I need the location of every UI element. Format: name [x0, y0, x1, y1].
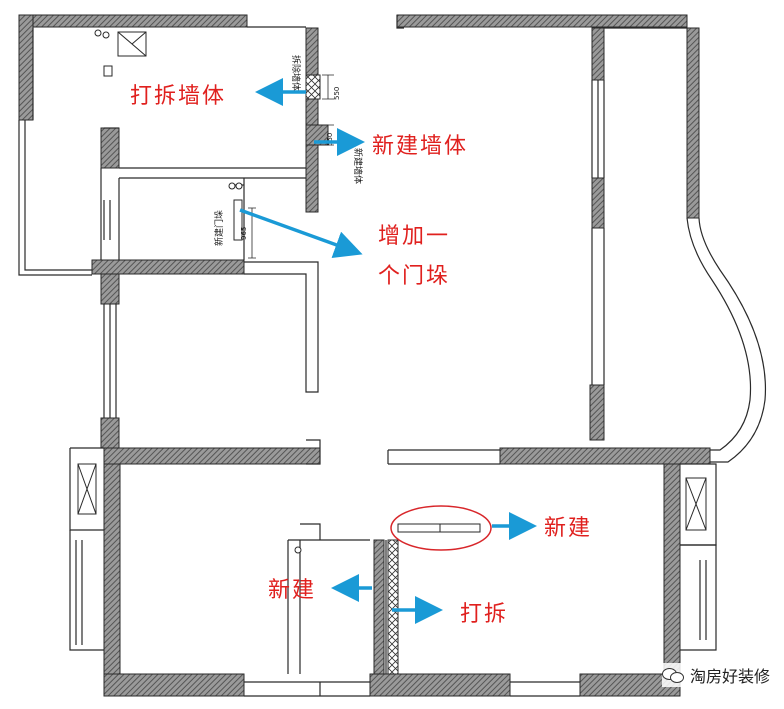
note-add-door-line2: 个门垛	[378, 264, 451, 289]
fixtures	[77, 29, 707, 554]
watermark: 淘房好装修	[661, 663, 770, 687]
note-add-door-line1: 增加一	[378, 224, 451, 249]
demolish-wall-small-label: 拆除墙体	[290, 55, 302, 91]
arrow-door-jamb	[239, 208, 363, 259]
note-new-wall: 新建墙体	[372, 134, 469, 159]
annotation-arrows	[239, 78, 537, 624]
dimension-lines	[248, 74, 334, 259]
highlight-ellipse	[390, 505, 492, 551]
walls	[18, 14, 711, 697]
note-new-build-right: 新建	[544, 516, 593, 541]
demolish-wall-block	[305, 74, 321, 100]
demolish-strip	[387, 539, 399, 675]
new-wall-small-label: 新建墙体	[352, 148, 364, 184]
new-wall-strip	[373, 539, 385, 675]
watermark-text: 淘房好装修	[689, 667, 770, 686]
dim-965: 965	[240, 227, 248, 240]
outline-lines	[18, 15, 767, 697]
new-door-jamb-small-label: 新建门垛	[213, 210, 225, 246]
note-new-build-left: 新建	[268, 578, 317, 603]
dim-550-b: 550	[326, 133, 334, 146]
note-demolish-wall: 打拆墙体	[130, 84, 227, 109]
dim-550-a: 550	[333, 87, 341, 100]
note-demolish: 打拆	[460, 602, 509, 627]
wechat-icon	[661, 668, 684, 683]
